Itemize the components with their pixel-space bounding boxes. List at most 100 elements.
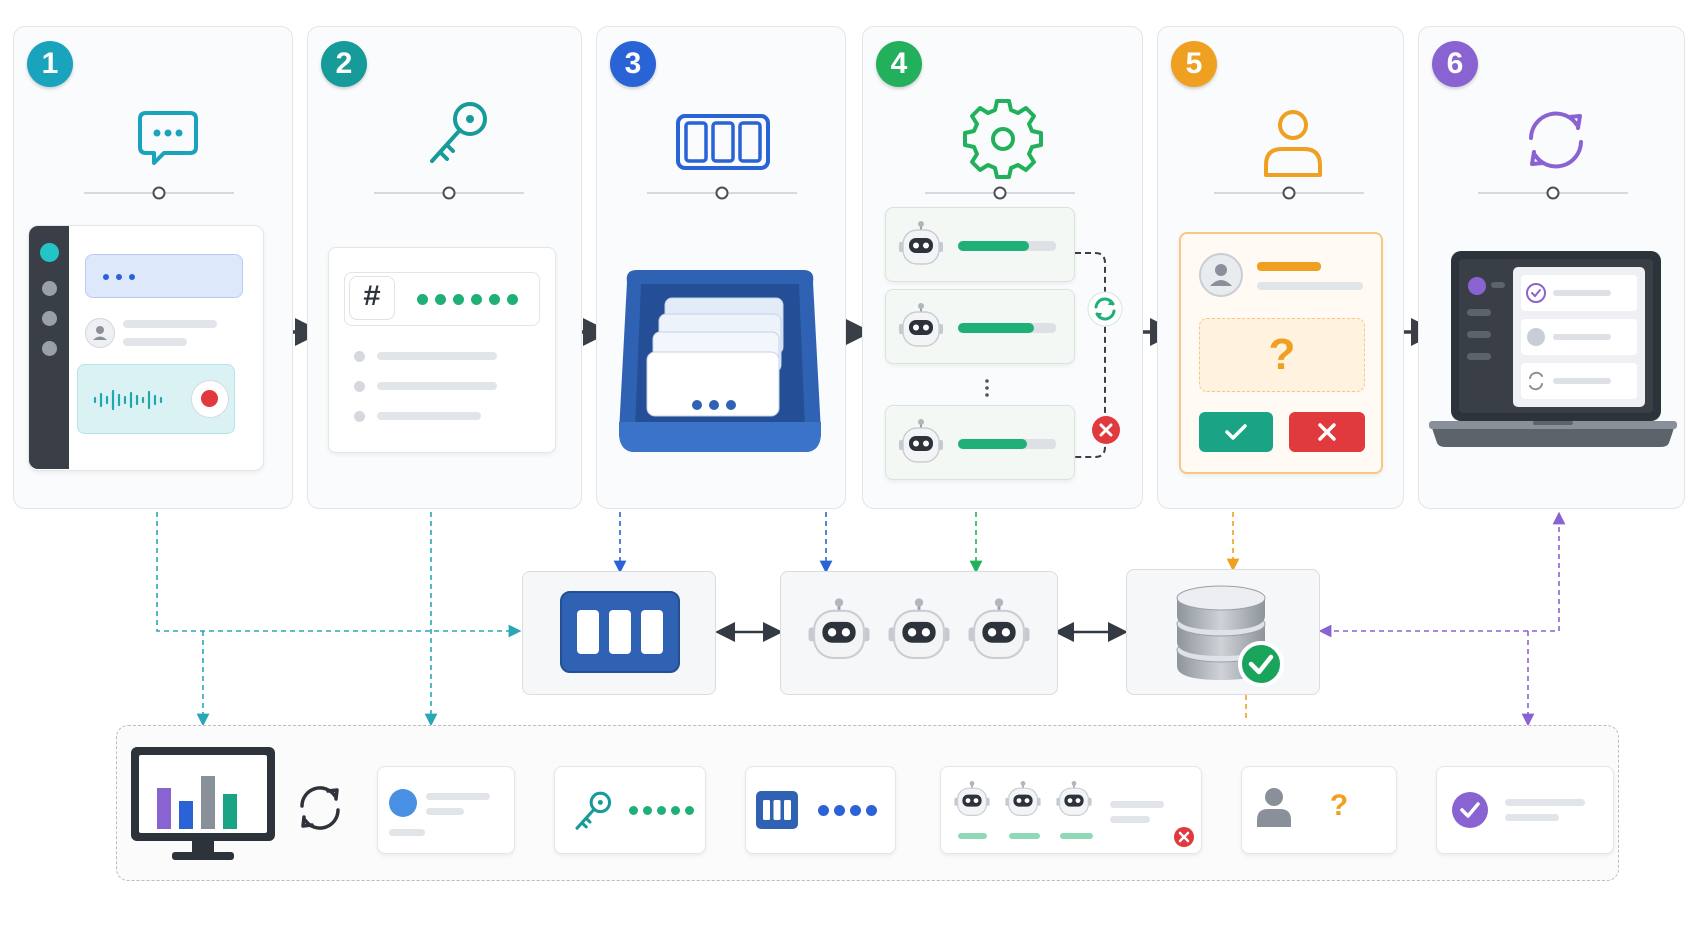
pipeline-stage-complete[interactable] [1436, 766, 1614, 854]
pipeline-stage-intake[interactable] [377, 766, 515, 854]
robot-icon [808, 598, 870, 659]
monitor-chart-icon [131, 747, 275, 860]
approve-button[interactable] [1199, 412, 1273, 452]
step-badge-5: 5 [1171, 41, 1217, 87]
cards-icon [676, 114, 770, 170]
robot-icon [899, 303, 943, 347]
robot-icon [899, 221, 943, 265]
database-icon [1176, 585, 1284, 687]
progress-track [958, 323, 1056, 333]
avatar [85, 318, 115, 348]
record-icon [201, 390, 218, 407]
placeholder-line [1257, 282, 1363, 290]
database-node [1126, 569, 1320, 695]
timeline-node [647, 186, 797, 200]
placeholder-line [1505, 799, 1585, 806]
step-card-1: 1 [13, 26, 293, 509]
avatar [1199, 253, 1243, 297]
sync-icon [1529, 111, 1583, 169]
step-badge-3: 3 [610, 41, 656, 87]
step-card-3: 3 [596, 26, 846, 509]
progress-track [958, 241, 1056, 251]
timeline-node [925, 186, 1075, 200]
placeholder-line [377, 382, 497, 390]
question-mark: ? [1329, 789, 1349, 822]
placeholder-line [1505, 814, 1559, 821]
step-badge-2: 2 [321, 41, 367, 87]
placeholder-line [123, 320, 217, 328]
cards-icon [756, 791, 798, 829]
pipeline-dashboard: ? [116, 725, 1619, 881]
progress-bar [1060, 833, 1093, 839]
message-input[interactable] [85, 254, 243, 298]
chat-bubble-icon [138, 111, 198, 165]
timeline-node [374, 186, 524, 200]
progress-bar [1009, 833, 1040, 839]
gear-icon [963, 99, 1043, 179]
step-badge-6: 6 [1432, 41, 1478, 87]
laptop-illustration [1429, 251, 1677, 447]
retry-loop-connector [1075, 252, 1106, 458]
question-mark: ? [1199, 318, 1365, 392]
agent-task-row [885, 405, 1075, 480]
agent-task-row [885, 289, 1075, 364]
sidebar-dot[interactable] [42, 311, 57, 326]
placeholder-line [377, 412, 481, 420]
queue-box-illustration [619, 270, 821, 452]
timeline-node [84, 186, 234, 200]
step-card-5: 5 ? [1157, 26, 1404, 509]
person-icon [1210, 264, 1232, 286]
sidebar-dot[interactable] [42, 341, 57, 356]
waveform-icon [93, 389, 163, 411]
queue-node [522, 571, 716, 695]
person-icon [93, 326, 107, 340]
step-card-2: 2 # [307, 26, 582, 509]
token-field[interactable]: # [344, 272, 540, 326]
robot-icon [888, 598, 950, 659]
sidebar-dot[interactable] [42, 281, 57, 296]
step-card-4: 4 [862, 26, 1143, 509]
agent-task-row [885, 207, 1075, 282]
record-button[interactable] [191, 380, 229, 418]
pipeline-stage-auth[interactable] [554, 766, 706, 854]
agents-node [780, 571, 1058, 695]
placeholder-line [1110, 801, 1164, 808]
cards-icon [560, 591, 680, 673]
person-icon [1264, 110, 1322, 177]
check-circle-icon [1452, 792, 1488, 828]
progress-bar [958, 833, 987, 839]
step-badge-1: 1 [27, 41, 73, 87]
pipeline-stage-queue[interactable] [745, 766, 896, 854]
ellipsis-vertical [985, 379, 989, 397]
placeholder-line [377, 352, 497, 360]
reject-button[interactable] [1289, 412, 1365, 452]
placeholder-line [389, 829, 425, 836]
key-icon [430, 102, 487, 163]
robot-icon [1056, 781, 1092, 816]
placeholder-line [123, 338, 187, 346]
key-icon [575, 791, 612, 830]
sidebar-active-dot[interactable] [40, 243, 59, 262]
name-line [1257, 262, 1321, 271]
voice-recorder[interactable] [77, 364, 235, 434]
placeholder-line [426, 793, 490, 800]
placeholder-line [1110, 816, 1150, 823]
step1-to-queue-connector [156, 512, 522, 638]
timeline-node [1214, 186, 1364, 200]
step-card-6: 6 [1418, 26, 1685, 509]
progress-track [958, 439, 1056, 449]
hash-symbol: # [349, 276, 395, 320]
robot-icon [968, 598, 1030, 659]
pipeline-stage-agents[interactable] [940, 766, 1202, 854]
timeline-node [1478, 186, 1628, 200]
step-badge-4: 4 [876, 41, 922, 87]
retry-icon[interactable] [1086, 290, 1124, 328]
checkmark-icon [1225, 424, 1247, 440]
close-icon [1318, 423, 1336, 441]
refresh-icon[interactable] [293, 781, 347, 835]
fail-icon [1092, 416, 1120, 444]
pipeline-stage-review[interactable]: ? [1241, 766, 1397, 854]
chat-app-window [28, 225, 264, 471]
person-icon [1257, 788, 1291, 827]
